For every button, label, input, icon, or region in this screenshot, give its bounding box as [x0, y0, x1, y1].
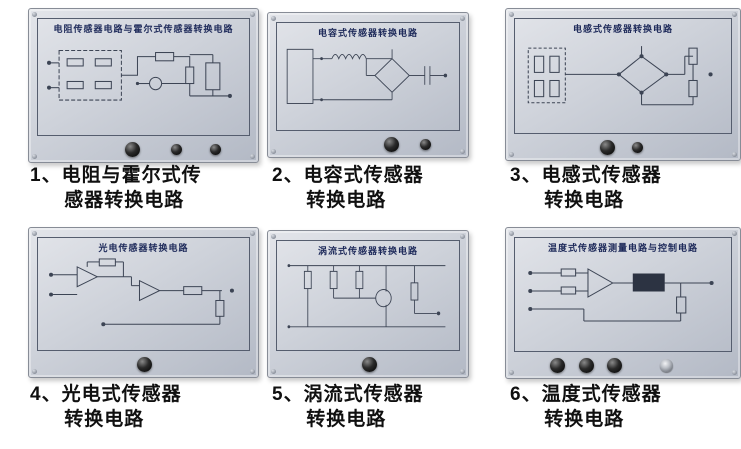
control-knob: [599, 140, 615, 155]
circuit-diagram: [49, 258, 234, 327]
control-knob: [362, 357, 377, 372]
caption-line: 3、电感式传感器: [510, 165, 662, 186]
control-knob: [606, 358, 622, 373]
screw-icon: [250, 369, 255, 374]
caption-line: 2、电容式传感器: [272, 165, 424, 186]
circuit-diagram: [527, 46, 713, 106]
panel-title: 电感式传感器转换电路: [572, 24, 673, 34]
panel-title: 电阻传感器电路与霍尔式传感器转换电路: [53, 24, 234, 34]
screw-icon: [460, 149, 465, 154]
control-knob: [420, 139, 431, 150]
control-knob: [384, 137, 399, 152]
control-knob: [136, 357, 152, 372]
screw-icon: [732, 370, 737, 375]
screw-icon: [460, 234, 465, 239]
caption-line: 转换电路: [306, 409, 387, 430]
screw-icon: [32, 369, 37, 374]
output-jack: [660, 359, 674, 372]
caption-line: 转换电路: [306, 190, 387, 211]
screw-icon: [271, 149, 276, 154]
panel-frame: [276, 22, 460, 131]
panel-title: 涡流式传感器转换电路: [317, 246, 418, 256]
panel-frame: [37, 18, 250, 136]
caption-line: 4、光电式传感器: [30, 384, 182, 405]
panel-temperature: 温度式传感器测量电路与控制电路: [505, 227, 741, 379]
control-knob: [550, 358, 566, 373]
screw-icon: [271, 234, 276, 239]
caption-line: 感器转换电路: [64, 190, 185, 211]
caption-line: 1、电阻与霍尔式传: [30, 165, 202, 186]
circuit-diagram: [287, 264, 446, 329]
panel-frame: [514, 237, 732, 352]
module-caption-2: 2、电容式传感器 转换电路: [272, 163, 424, 213]
module-caption-4: 4、光电式传感器 转换电路: [30, 382, 182, 432]
screw-icon: [250, 12, 255, 17]
module-caption-5: 5、涡流式传感器 转换电路: [272, 382, 424, 432]
panel-frame: [276, 240, 460, 351]
caption-line: 6、温度式传感器: [510, 384, 662, 405]
screw-icon: [509, 370, 514, 375]
panel-resistance-hall: 电阻传感器电路与霍尔式传感器转换电路: [28, 8, 259, 163]
panel-frame: [37, 237, 250, 351]
screw-icon: [250, 154, 255, 159]
control-knob: [578, 358, 594, 373]
screw-icon: [732, 152, 737, 157]
panel-photoelectric: 光电传感器转换电路: [28, 227, 259, 378]
control-knob: [209, 144, 221, 155]
screw-icon: [32, 12, 37, 17]
caption-line: 转换电路: [64, 409, 145, 430]
module-caption-6: 6、温度式传感器 转换电路: [510, 382, 662, 432]
screw-icon: [460, 16, 465, 21]
circuit-diagram: [528, 268, 714, 322]
panel-capacitive: 电容式传感器转换电路: [267, 12, 469, 158]
caption-line: 5、涡流式传感器: [272, 384, 424, 405]
circuit-diagram: [286, 48, 448, 104]
screw-icon: [509, 12, 514, 17]
control-knob: [125, 142, 141, 157]
panel-eddy-current: 涡流式传感器转换电路: [267, 230, 469, 378]
screw-icon: [460, 369, 465, 374]
control-knob: [170, 144, 182, 155]
screw-icon: [250, 231, 255, 236]
panel-title: 光电传感器转换电路: [98, 243, 189, 253]
panel-title: 温度式传感器测量电路与控制电路: [547, 243, 698, 253]
screw-icon: [271, 16, 276, 21]
control-knob: [632, 142, 644, 153]
panel-inductive: 电感式传感器转换电路: [505, 8, 741, 161]
screw-icon: [732, 12, 737, 17]
screw-icon: [509, 231, 514, 236]
module-caption-1: 1、电阻与霍尔式传 感器转换电路: [30, 163, 202, 213]
screw-icon: [32, 231, 37, 236]
screw-icon: [32, 154, 37, 159]
circuit-diagram: [47, 49, 232, 101]
screw-icon: [271, 369, 276, 374]
panel-title: 电容式传感器转换电路: [317, 28, 418, 38]
caption-line: 转换电路: [544, 190, 625, 211]
screw-icon: [732, 231, 737, 236]
module-caption-3: 3、电感式传感器 转换电路: [510, 163, 662, 213]
caption-line: 转换电路: [544, 409, 625, 430]
screw-icon: [509, 152, 514, 157]
panel-frame: [514, 18, 732, 134]
